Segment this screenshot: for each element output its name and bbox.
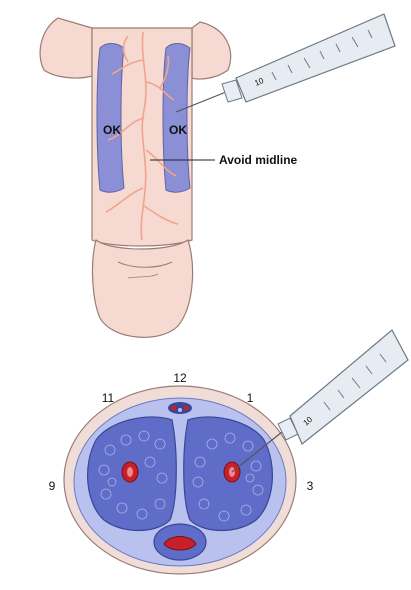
glans-outline [93, 240, 193, 337]
shaft-cross-section: 12 11 1 9 3 [49, 371, 314, 574]
clock-label-9: 9 [49, 479, 56, 493]
syringe-barrel-upper [236, 14, 395, 102]
cavernous-artery-left-lumen [127, 467, 133, 477]
syringe-lower: 10 [232, 330, 408, 472]
injection-zone-left [97, 44, 124, 193]
shaft-longitudinal-view: OK OK Avoid midline [40, 18, 297, 337]
clock-label-1: 1 [247, 391, 254, 405]
upper-body-outline [40, 18, 92, 78]
dorsal-neurovascular-bundle [168, 402, 192, 414]
clock-label-3: 3 [307, 479, 314, 493]
label-ok-right: OK [169, 123, 187, 137]
label-ok-left: OK [103, 123, 121, 137]
clock-label-12: 12 [173, 371, 187, 385]
upper-body-outline-right [192, 22, 231, 79]
clock-label-11: 11 [102, 391, 115, 405]
label-avoid-midline: Avoid midline [219, 153, 298, 167]
